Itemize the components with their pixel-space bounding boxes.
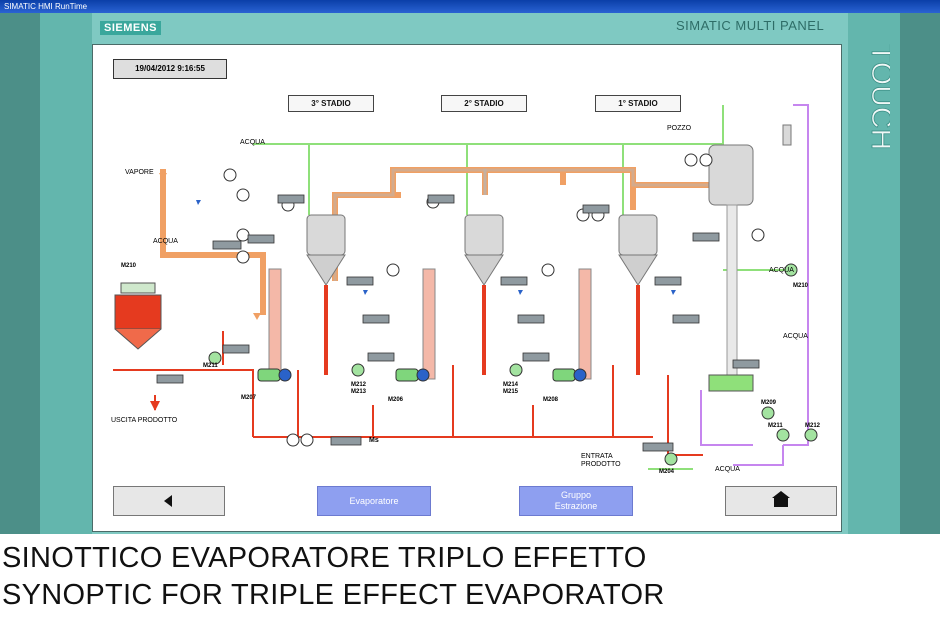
motor-label: M211: [203, 363, 218, 369]
label-acqua-top: ACQUA: [240, 139, 265, 146]
process-synoptic: [113, 104, 818, 470]
product-tank: [114, 282, 162, 350]
bezel-frame-right: [848, 13, 900, 534]
motor-label: M210: [121, 263, 137, 269]
motor-label: M214: [503, 382, 519, 388]
motor-label: M212: [805, 423, 821, 429]
bezel-frame-left: [40, 13, 92, 534]
evaporatore-button[interactable]: Evaporatore: [317, 486, 431, 516]
stage-3-label: 3° STADIO: [288, 95, 374, 112]
label-entrata-prodotto: ENTRATA PRODOTTO: [581, 453, 621, 468]
bezel-edge-right: [900, 13, 940, 534]
siemens-logo: SIEMENS: [100, 21, 162, 35]
motor-icons: [208, 263, 818, 466]
stage-2-label: 2° STADIO: [441, 95, 527, 112]
motor-label: M208: [543, 397, 559, 403]
motor-label: M211: [768, 423, 783, 429]
label-uscita-prodotto: USCITA PRODOTTO: [111, 417, 178, 424]
stage-1-label: 1° STADIO: [595, 95, 681, 112]
motor-label: M207: [241, 395, 257, 401]
arrow-left-icon: [164, 495, 172, 507]
bezel-edge-left: [0, 13, 40, 534]
product-pipes: [113, 331, 703, 456]
valve-markers: [196, 200, 676, 295]
label-acqua-right: ACQUA: [783, 333, 808, 340]
gauges: [223, 153, 765, 447]
product-outlet-arrow: [150, 401, 160, 411]
orange-arrows: [159, 173, 261, 320]
evaporator-2: [422, 214, 504, 380]
motor-label: M204: [659, 469, 675, 475]
motor-label: M206: [388, 397, 404, 403]
caption-english: SYNOPTIC FOR TRIPLE EFFECT EVAPORATOR: [2, 579, 665, 611]
home-icon: [772, 491, 790, 507]
gruppo-estrazione-button[interactable]: Gruppo Estrazione: [519, 486, 633, 516]
hmi-screen: 19/04/2012 9:16:55 3° STADIO 2° STADIO 1…: [92, 44, 842, 532]
motor-label: M213: [351, 389, 367, 395]
motor-label: M215: [503, 389, 519, 395]
evaporator-3: [268, 214, 346, 380]
motor-label: M212: [351, 382, 367, 388]
datetime-display: 19/04/2012 9:16:55: [113, 59, 227, 79]
evaporator-1: [578, 214, 658, 380]
label-unit: Ms: [369, 437, 379, 444]
motor-label: M209: [761, 400, 777, 406]
pumps: [257, 368, 587, 382]
condenser-column: [708, 124, 792, 392]
motor-label: M210: [793, 283, 809, 289]
panel-model-label: SIMATIC MULTI PANEL: [676, 18, 825, 33]
cooling-lines: [700, 104, 809, 466]
home-button[interactable]: [725, 486, 837, 516]
vapour-pipe-outline: [333, 168, 723, 281]
window-titlebar: SIMATIC HMI RunTime: [0, 0, 940, 13]
label-pozzo: POZZO: [667, 125, 692, 132]
gruppo-estrazione-label: Gruppo Estrazione: [554, 490, 598, 511]
caption-italian: SINOTTICO EVAPORATORE TRIPLO EFFETTO: [2, 542, 647, 574]
svg-text:TOUCH: TOUCH: [865, 44, 890, 150]
back-button[interactable]: [113, 486, 225, 516]
label-acqua-left: ACQUA: [153, 238, 178, 245]
touch-label: TOUCH: [865, 44, 890, 151]
label-acqua-bottom: ACQUA: [715, 466, 740, 473]
water-line: [253, 105, 794, 470]
value-boxes: [156, 194, 760, 452]
label-acqua-rv: ACQUA: [769, 267, 794, 274]
label-vapore: VAPORE: [125, 169, 154, 176]
